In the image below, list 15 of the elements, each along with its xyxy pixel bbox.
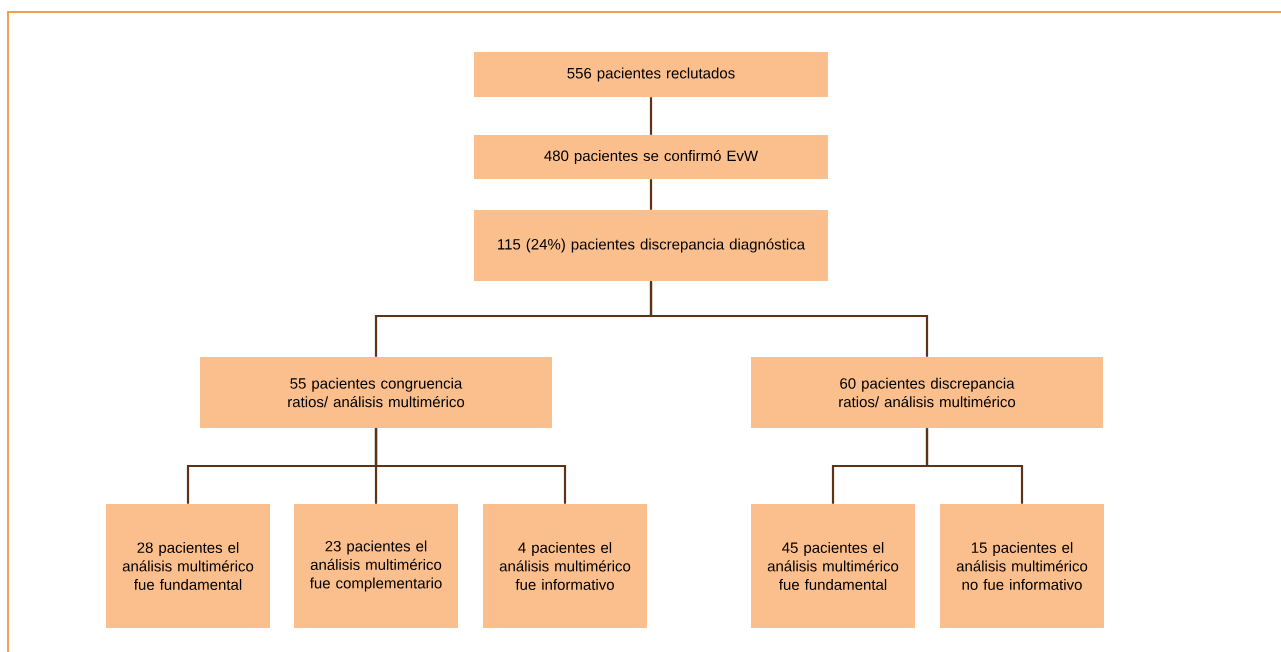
- connector: [374, 428, 567, 504]
- process-box: 556 pacientes reclutados: [474, 52, 828, 97]
- connector: [925, 428, 1024, 504]
- process-box: 115 (24%) pacientes discrepancia diagnóstica: [474, 210, 828, 281]
- process-box: 4 pacientes el análisis multimérico fue informativo: [483, 504, 647, 628]
- process-box: 23 pacientes el análisis multimérico fue complementario: [294, 504, 458, 628]
- process-box: 45 pacientes el análisis multimérico fue fundamental: [751, 504, 915, 628]
- connector: [649, 179, 653, 210]
- process-box: 480 pacientes se confirmó EvW: [474, 135, 828, 179]
- connector: [649, 281, 929, 357]
- process-box: 28 pacientes el análisis multimérico fue fundamental: [106, 504, 270, 628]
- process-box: 15 pacientes el análisis multimérico no fue informativo: [940, 504, 1104, 628]
- process-box: 60 pacientes discrepancia ratios/ análisis multimérico: [751, 357, 1103, 428]
- connector: [649, 97, 653, 135]
- process-box: 55 pacientes congruencia ratios/ análisis multimérico: [200, 357, 552, 428]
